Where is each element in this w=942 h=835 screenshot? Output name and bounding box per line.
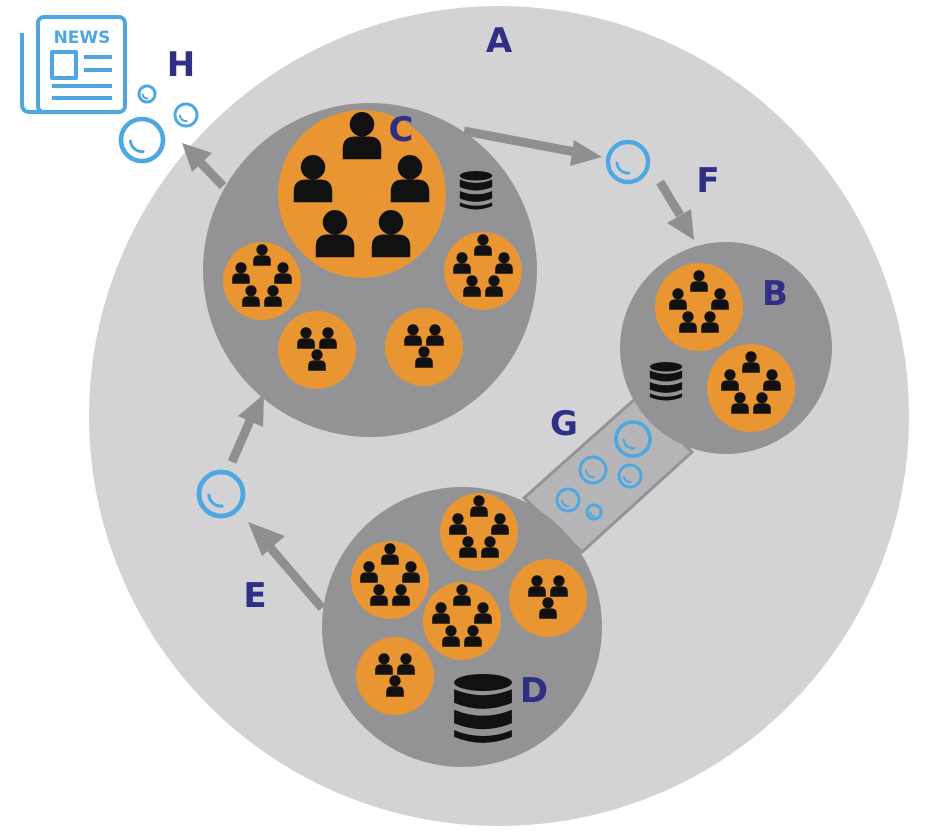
- bubble-highlight: [622, 475, 632, 484]
- arrow-d-to-e: [248, 522, 326, 611]
- bubble-icon: [614, 420, 652, 458]
- arrow-c-to-f: [463, 126, 602, 166]
- bubble-icon: [555, 487, 581, 513]
- bubble-icon: [585, 503, 603, 521]
- small-group: [655, 263, 743, 351]
- arrow-c-to-h: [182, 143, 227, 190]
- bubble-highlight: [207, 493, 224, 508]
- label-f: F: [696, 161, 719, 201]
- label-d: D: [520, 671, 548, 711]
- bubble-icon: [617, 463, 643, 489]
- label-e: E: [243, 576, 266, 616]
- bubble-highlight: [141, 93, 149, 100]
- newspaper-headline: NEWS: [54, 28, 111, 48]
- bubble-icon: [118, 116, 166, 164]
- arrow-e-to-c: [227, 394, 264, 464]
- bubble-highlight: [615, 161, 631, 175]
- newspaper-icon: [20, 15, 127, 114]
- bubble-icon: [578, 455, 608, 485]
- bubble-highlight: [178, 114, 188, 123]
- small-groups: [223, 232, 795, 715]
- small-group: [707, 344, 795, 432]
- label-a: A: [486, 21, 513, 61]
- label-b: B: [762, 274, 788, 314]
- bubble-icon: [173, 102, 199, 128]
- bubble-icon: [196, 469, 246, 519]
- label-g: G: [550, 404, 578, 444]
- arrow-f-to-b: [656, 179, 694, 240]
- bubbles: [118, 84, 652, 521]
- bubble-highlight: [589, 511, 596, 517]
- bubble-highlight: [560, 499, 570, 508]
- label-c: C: [389, 110, 414, 150]
- bubble-icon: [137, 84, 157, 104]
- bubble-highlight: [128, 139, 145, 154]
- bubble-icon: [605, 139, 651, 185]
- bubble-highlight: [584, 469, 595, 479]
- label-h: H: [167, 45, 195, 85]
- bubble-highlight: [622, 438, 636, 450]
